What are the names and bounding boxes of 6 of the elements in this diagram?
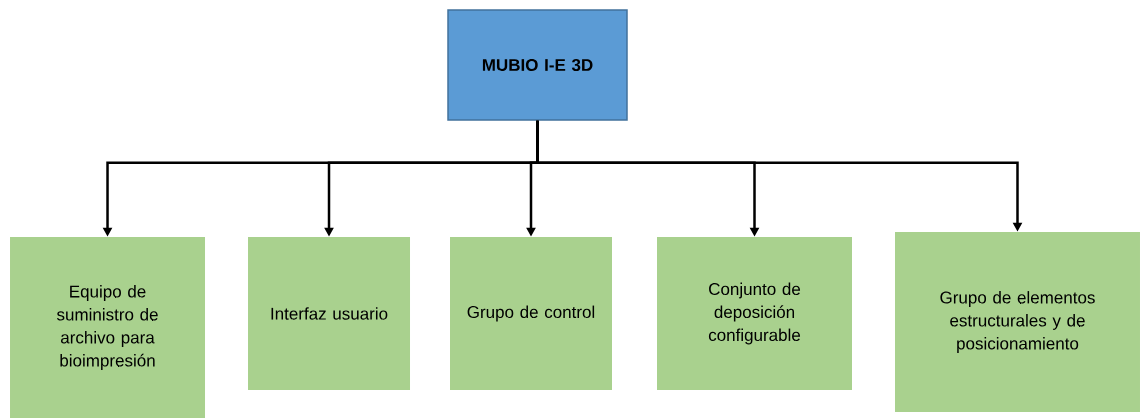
- component-box: Grupo de control: [450, 237, 612, 390]
- component-box: Interfaz usuario: [248, 237, 410, 390]
- system-box: MUBIO I-E 3D: [447, 9, 628, 121]
- component-box: Conjunto de deposición configurable: [657, 237, 852, 390]
- component-box: Grupo de elementos estructurales y de posicionamiento: [895, 232, 1140, 412]
- component-box: Equipo de suministro de archivo para bioimpresión: [10, 237, 205, 418]
